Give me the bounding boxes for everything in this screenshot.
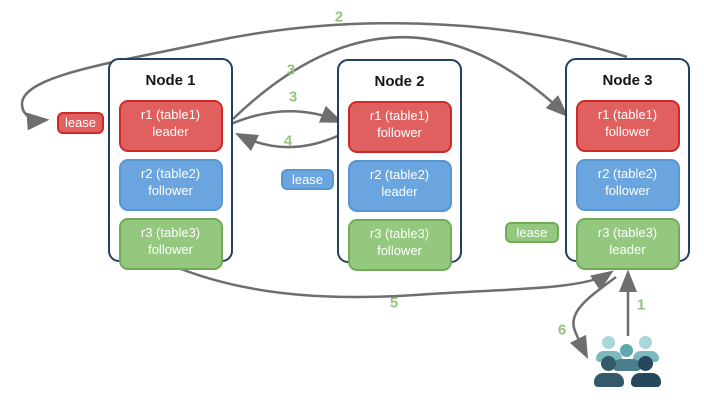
step-label-6: 6	[557, 321, 567, 339]
step-label-3-lower: 3	[288, 88, 298, 106]
step-label-4: 4	[283, 132, 293, 150]
node-1-replica-r2: r2 (table2) follower	[118, 159, 223, 211]
arrow-4-node2-to-leader	[234, 129, 349, 152]
node-2-replica-r1: r1 (table1) follower	[347, 101, 452, 153]
replica-name: r2 (table2)	[597, 166, 658, 181]
node-2: Node 2 r1 (table1) follower r2 (table2) …	[337, 59, 462, 271]
step-label-3-upper: 3	[286, 61, 296, 79]
node-1-title: Node 1	[145, 72, 196, 89]
step-label-2: 2	[334, 8, 344, 26]
node-3: Node 3 r1 (table1) follower r2 (table2) …	[565, 58, 690, 270]
lease-badge-green: lease	[505, 222, 559, 243]
replica-name: r1 (table1)	[597, 107, 658, 122]
node-1-replica-r1: r1 (table1) leader	[118, 100, 223, 152]
node-1-replica-r3: r3 (table3) follower	[118, 218, 223, 270]
replica-role: follower	[605, 183, 650, 198]
node-3-replica-r3: r3 (table3) leader	[575, 218, 680, 270]
replica-role: leader	[381, 184, 418, 199]
replica-role: leader	[152, 124, 189, 139]
replica-role: leader	[609, 242, 646, 257]
node-2-title: Node 2	[374, 73, 425, 90]
replica-role: follower	[148, 183, 193, 198]
replica-role: follower	[148, 242, 193, 257]
lease-badge-red: lease	[57, 112, 104, 134]
step-label-1: 1	[636, 296, 646, 314]
node-1: Node 1 r1 (table1) leader r2 (table2) fo…	[108, 58, 233, 270]
arrow-3-leader-to-node2	[230, 105, 344, 126]
replica-role: follower	[377, 243, 422, 258]
node-3-replica-r2: r2 (table2) follower	[575, 159, 680, 211]
lease-badge-blue: lease	[281, 169, 334, 190]
replica-name: r1 (table1)	[140, 107, 201, 122]
node-2-replica-r2: r2 (table2) leader	[347, 160, 452, 212]
replica-name: r2 (table2)	[369, 167, 430, 182]
replica-name: r3 (table3)	[140, 225, 201, 240]
replica-role: follower	[377, 125, 422, 140]
step-label-5: 5	[389, 294, 399, 312]
node-3-title: Node 3	[602, 72, 653, 89]
replica-role: follower	[605, 124, 650, 139]
replica-name: r1 (table1)	[369, 108, 430, 123]
node-3-replica-r1: r1 (table1) follower	[575, 100, 680, 152]
replica-name: r3 (table3)	[597, 225, 658, 240]
node-2-replica-r3: r3 (table3) follower	[347, 219, 452, 271]
replica-name: r3 (table3)	[369, 226, 430, 241]
replica-name: r2 (table2)	[140, 166, 201, 181]
